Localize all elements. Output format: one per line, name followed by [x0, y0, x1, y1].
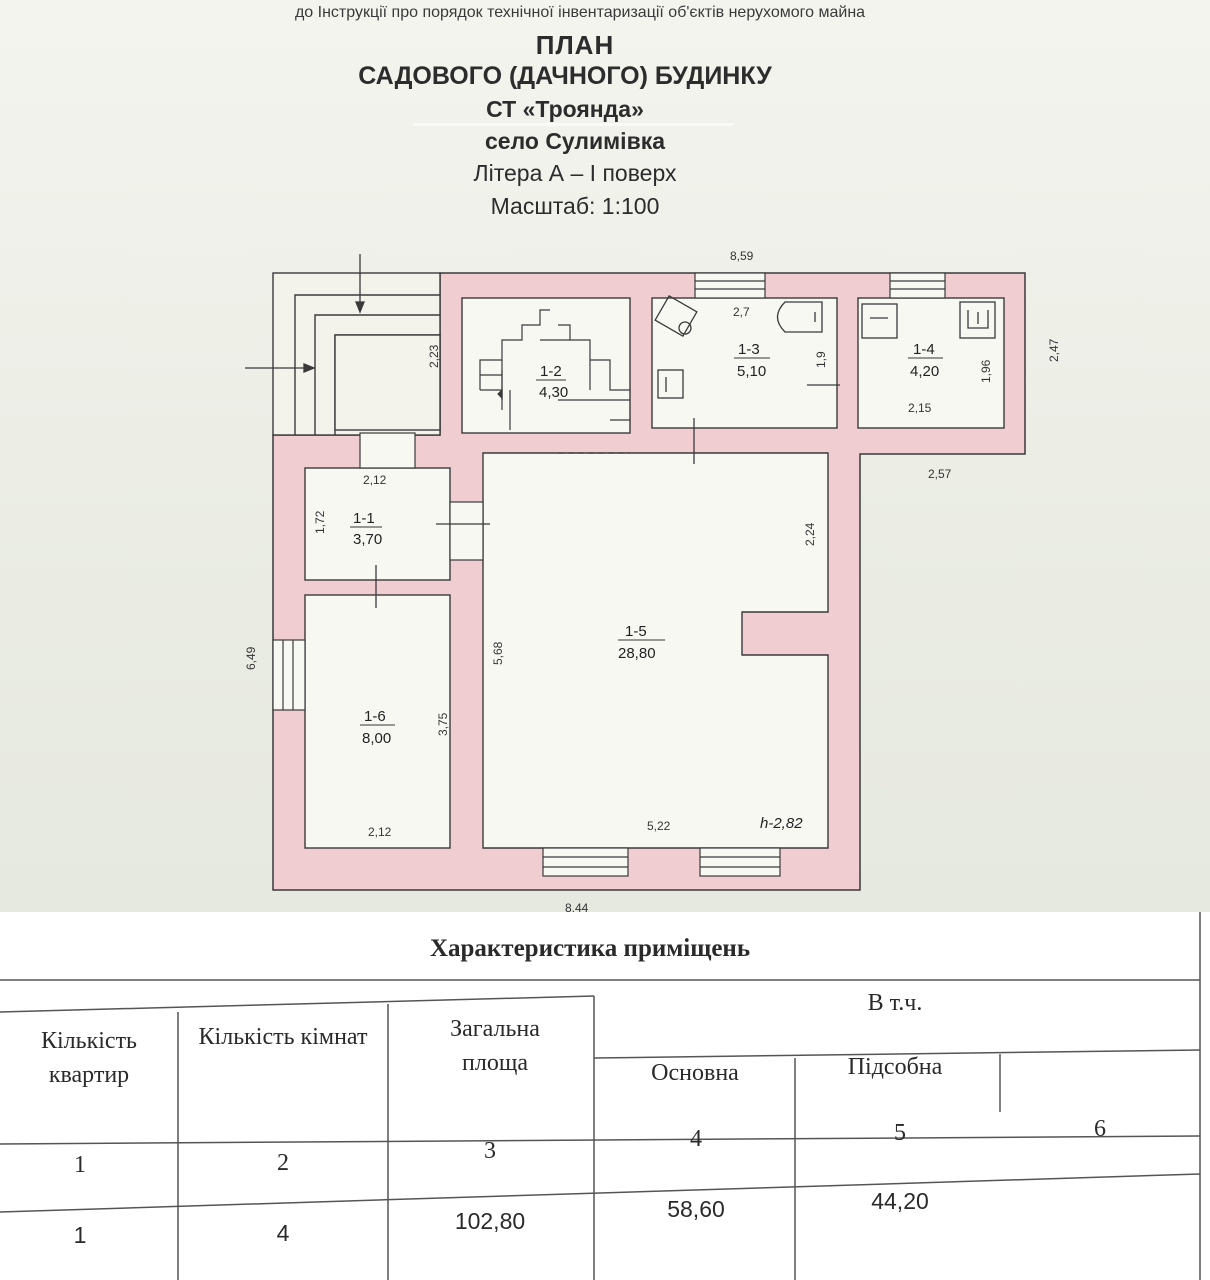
floor-label: Літера А – І поверх [473, 160, 677, 186]
svg-text:1-3: 1-3 [738, 341, 760, 358]
value-total-area: 102,80 [454, 1208, 526, 1234]
plan-subtitle: САДОВОГО (ДАЧНОГО) БУДИНКУ [358, 62, 772, 90]
svg-text:1-2: 1-2 [540, 363, 562, 380]
dim-right-1-4: 2,47 [1047, 338, 1061, 362]
dim-top: 8,59 [730, 249, 754, 263]
value-auxiliary: 44,20 [871, 1188, 929, 1214]
plan-title: ПЛАН [535, 30, 615, 60]
header-rooms: Кількість кімнат [198, 1024, 368, 1050]
floor-plan: 8,59 8,44 6,49 2,47 2,23 2,12 1,72 2,7 1… [244, 249, 1061, 915]
colnum-5: 5 [894, 1120, 906, 1146]
fixtures [654, 294, 996, 399]
dim-1-3-h: 1,9 [814, 351, 828, 368]
value-main: 58,60 [667, 1196, 725, 1222]
windows [272, 272, 946, 877]
value-rooms: 4 [276, 1220, 290, 1246]
room-1-6-label: 1-6 8,00 [360, 708, 395, 747]
colnum-1: 1 [74, 1152, 86, 1178]
dim-left: 6,49 [244, 646, 258, 670]
dim-bottom: 8,44 [565, 901, 589, 915]
dim-below-1-4: 2,57 [928, 467, 952, 481]
value-apartments: 1 [73, 1222, 87, 1248]
stairs [479, 309, 630, 430]
svg-text:1-4: 1-4 [913, 341, 935, 358]
svg-text:1-5: 1-5 [625, 623, 647, 640]
dim-1-4-h: 1,96 [979, 359, 993, 383]
header-total-area: Загальна площа [450, 1016, 540, 1076]
svg-text:1-1: 1-1 [353, 510, 375, 527]
ceiling-height: h-2,82 [760, 815, 803, 832]
svg-text:3,70: 3,70 [353, 531, 382, 548]
dim-porch: 2,23 [427, 344, 441, 368]
table-title: Характеристика приміщень [429, 935, 751, 962]
header-incl: В т.ч. [867, 990, 923, 1016]
room-1-2-label: 1-2 4,30 [536, 363, 568, 401]
svg-text:8,00: 8,00 [362, 730, 391, 747]
rooms [304, 297, 1005, 849]
svg-text:5,10: 5,10 [737, 363, 766, 380]
table-grid [0, 912, 1201, 1280]
dim-1-1-w: 2,12 [363, 473, 387, 487]
dim-1-5-w: 5,22 [647, 819, 671, 833]
dim-1-5-upper: 2,24 [803, 522, 817, 546]
colnum-3: 3 [484, 1138, 496, 1164]
room-1-5-label: 1-5 28,80 [618, 623, 665, 662]
room-1-4-box [857, 297, 1005, 429]
room-1-2-box [461, 297, 631, 434]
svg-text:1-6: 1-6 [364, 708, 386, 725]
colnum-2: 2 [277, 1150, 289, 1176]
dim-1-5-h: 5,68 [491, 641, 505, 665]
colnum-6: 6 [1094, 1116, 1106, 1142]
room-1-1-box [304, 467, 451, 581]
room-1-6-box [304, 594, 451, 849]
colnum-4: 4 [690, 1126, 702, 1152]
scale-label: Масштаб: 1:100 [490, 193, 660, 219]
room-1-3-label: 1-3 5,10 [734, 341, 770, 380]
room-1-3-box [651, 297, 838, 429]
svg-text:28,80: 28,80 [618, 645, 656, 662]
dim-1-4-w: 2,15 [908, 401, 932, 415]
porch [272, 272, 441, 436]
room-1-4-label: 1-4 4,20 [908, 341, 943, 380]
header-apartments: Кількість квартир [40, 1028, 137, 1088]
st-name: СТ «Троянда» [486, 96, 644, 122]
door-marks [245, 254, 840, 608]
dim-1-6-w: 2,12 [368, 825, 392, 839]
svg-text:4,20: 4,20 [910, 363, 939, 380]
header-main: Основна [651, 1060, 739, 1086]
svg-text:4,30: 4,30 [539, 384, 568, 401]
header-auxiliary: Підсобна [847, 1054, 943, 1080]
dim-1-6-h: 3,75 [436, 712, 450, 736]
village-name: село Сулимівка [484, 128, 666, 154]
instruction-note: до Інструкції про порядок технічної інве… [294, 4, 866, 21]
rooms-characteristics-table: Характеристика приміщень Кількість кварт… [0, 912, 1210, 1280]
dim-1-3-w: 2,7 [733, 305, 750, 319]
room-1-1-label: 1-1 3,70 [350, 510, 382, 548]
redaction-line [413, 123, 733, 126]
dim-1-1-h: 1,72 [313, 510, 327, 534]
